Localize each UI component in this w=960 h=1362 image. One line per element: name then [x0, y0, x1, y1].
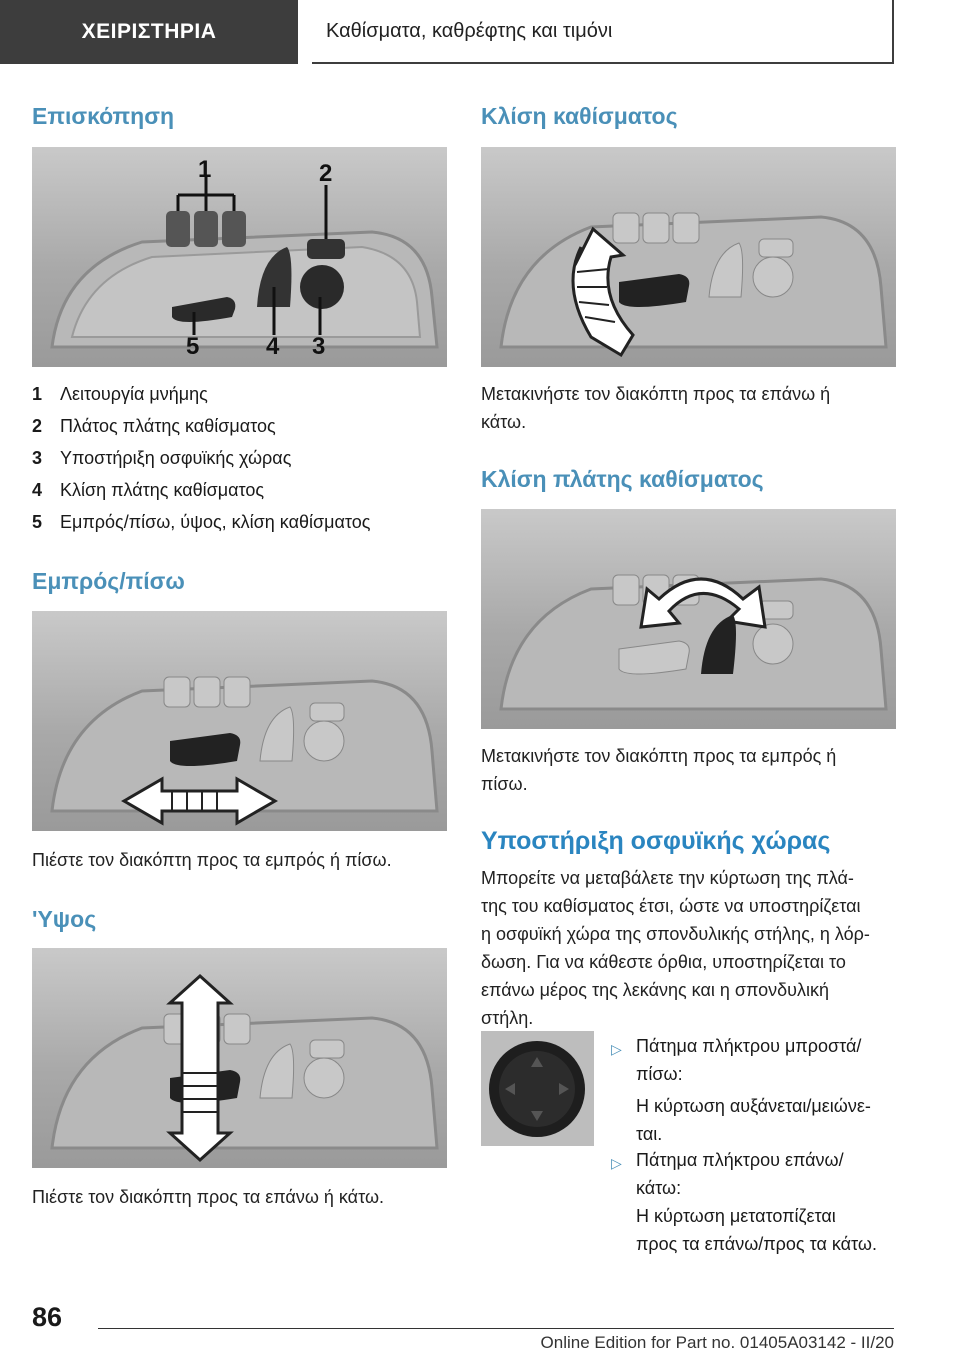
backrest-text-line: πίσω. [481, 774, 528, 794]
lumbar-text-line: δωση. Για να κάθεστε όρθια, υποστηρίζετα… [481, 952, 846, 972]
fwd-back-heading: Εμπρός/πίσω [32, 568, 185, 594]
height-image [32, 948, 447, 1168]
height-text: Πιέστε τον διακόπτη προς τα επάνω ή κάτω… [32, 1187, 385, 1207]
bullet-triangle-icon: ▷ [611, 1041, 622, 1057]
bullet-desc-line: Η κύρτωση αυξάνεται/μειώνε- [636, 1096, 871, 1116]
lumbar-text-line: Μπορείτε να μεταβάλετε την κύρτωση της π… [481, 868, 854, 888]
lumbar-text-line: η οσφυϊκή χώρα της σπονδυλικής στήλης, η… [481, 924, 870, 944]
bullet-triangle-icon: ▷ [611, 1155, 622, 1171]
lumbar-text-line: της του καθίσματος έτσι, ώστε να υποστηρ… [481, 896, 861, 916]
fwd-back-text: Πιέστε τον διακόπτη προς τα εμπρός ή πίσ… [32, 850, 392, 870]
bullet-desc-line: Η κύρτωση μετατοπίζεται [636, 1206, 836, 1226]
section-tab: ΧΕΙΡΙΣΤΗΡΙΑ [0, 0, 298, 64]
chapter-title: Καθίσματα, καθρέφτης και τιμόνι [312, 0, 894, 64]
bullet-desc-line: προς τα επάνω/προς τα κάτω. [636, 1234, 877, 1254]
height-heading: 'Υψος [32, 906, 97, 932]
tilt-text-line: κάτω. [481, 412, 527, 432]
overview-image: 1 2 5 4 3 [32, 147, 447, 367]
backrest-heading: Κλίση πλάτης καθίσματος [481, 466, 764, 492]
bullet-title-line: Πάτημα πλήκτρου μπροστά/ [636, 1036, 862, 1056]
lumbar-text-line: στήλη. [481, 1008, 534, 1028]
edition-info: Online Edition for Part no. 01405A03142 … [540, 1333, 894, 1352]
bullet-title-line: Πάτημα πλήκτρου επάνω/ [636, 1150, 844, 1170]
callout-3: 3 [312, 333, 325, 360]
backrest-text-line: Μετακινήστε τον διακόπτη προς τα εμπρός … [481, 746, 837, 766]
backrest-image [481, 509, 896, 729]
tilt-text-line: Μετακινήστε τον διακόπτη προς τα επάνω ή [481, 384, 831, 404]
callout-5: 5 [186, 333, 199, 360]
bullet-title-line: πίσω: [636, 1064, 683, 1084]
fwd-back-image [32, 611, 447, 831]
bullet-title-line: κάτω: [636, 1178, 682, 1198]
footer-divider [98, 1328, 894, 1329]
lumbar-heading: Υποστήριξη οσφυϊκής χώρας [481, 827, 831, 855]
overview-heading: Επισκόπηση [32, 103, 174, 129]
callout-2: 2 [319, 160, 332, 187]
page-number: 86 [32, 1302, 63, 1332]
tilt-heading: Κλίση καθίσματος [481, 103, 678, 129]
tilt-image [481, 147, 896, 367]
lumbar-text-line: επάνω μέρος της λεκάνης και η σπονδυλική [481, 980, 830, 1000]
bullet-desc-line: ται. [636, 1124, 663, 1144]
callout-1: 1 [198, 156, 211, 183]
callout-4: 4 [266, 333, 280, 360]
lumbar-button-image [481, 1031, 594, 1146]
